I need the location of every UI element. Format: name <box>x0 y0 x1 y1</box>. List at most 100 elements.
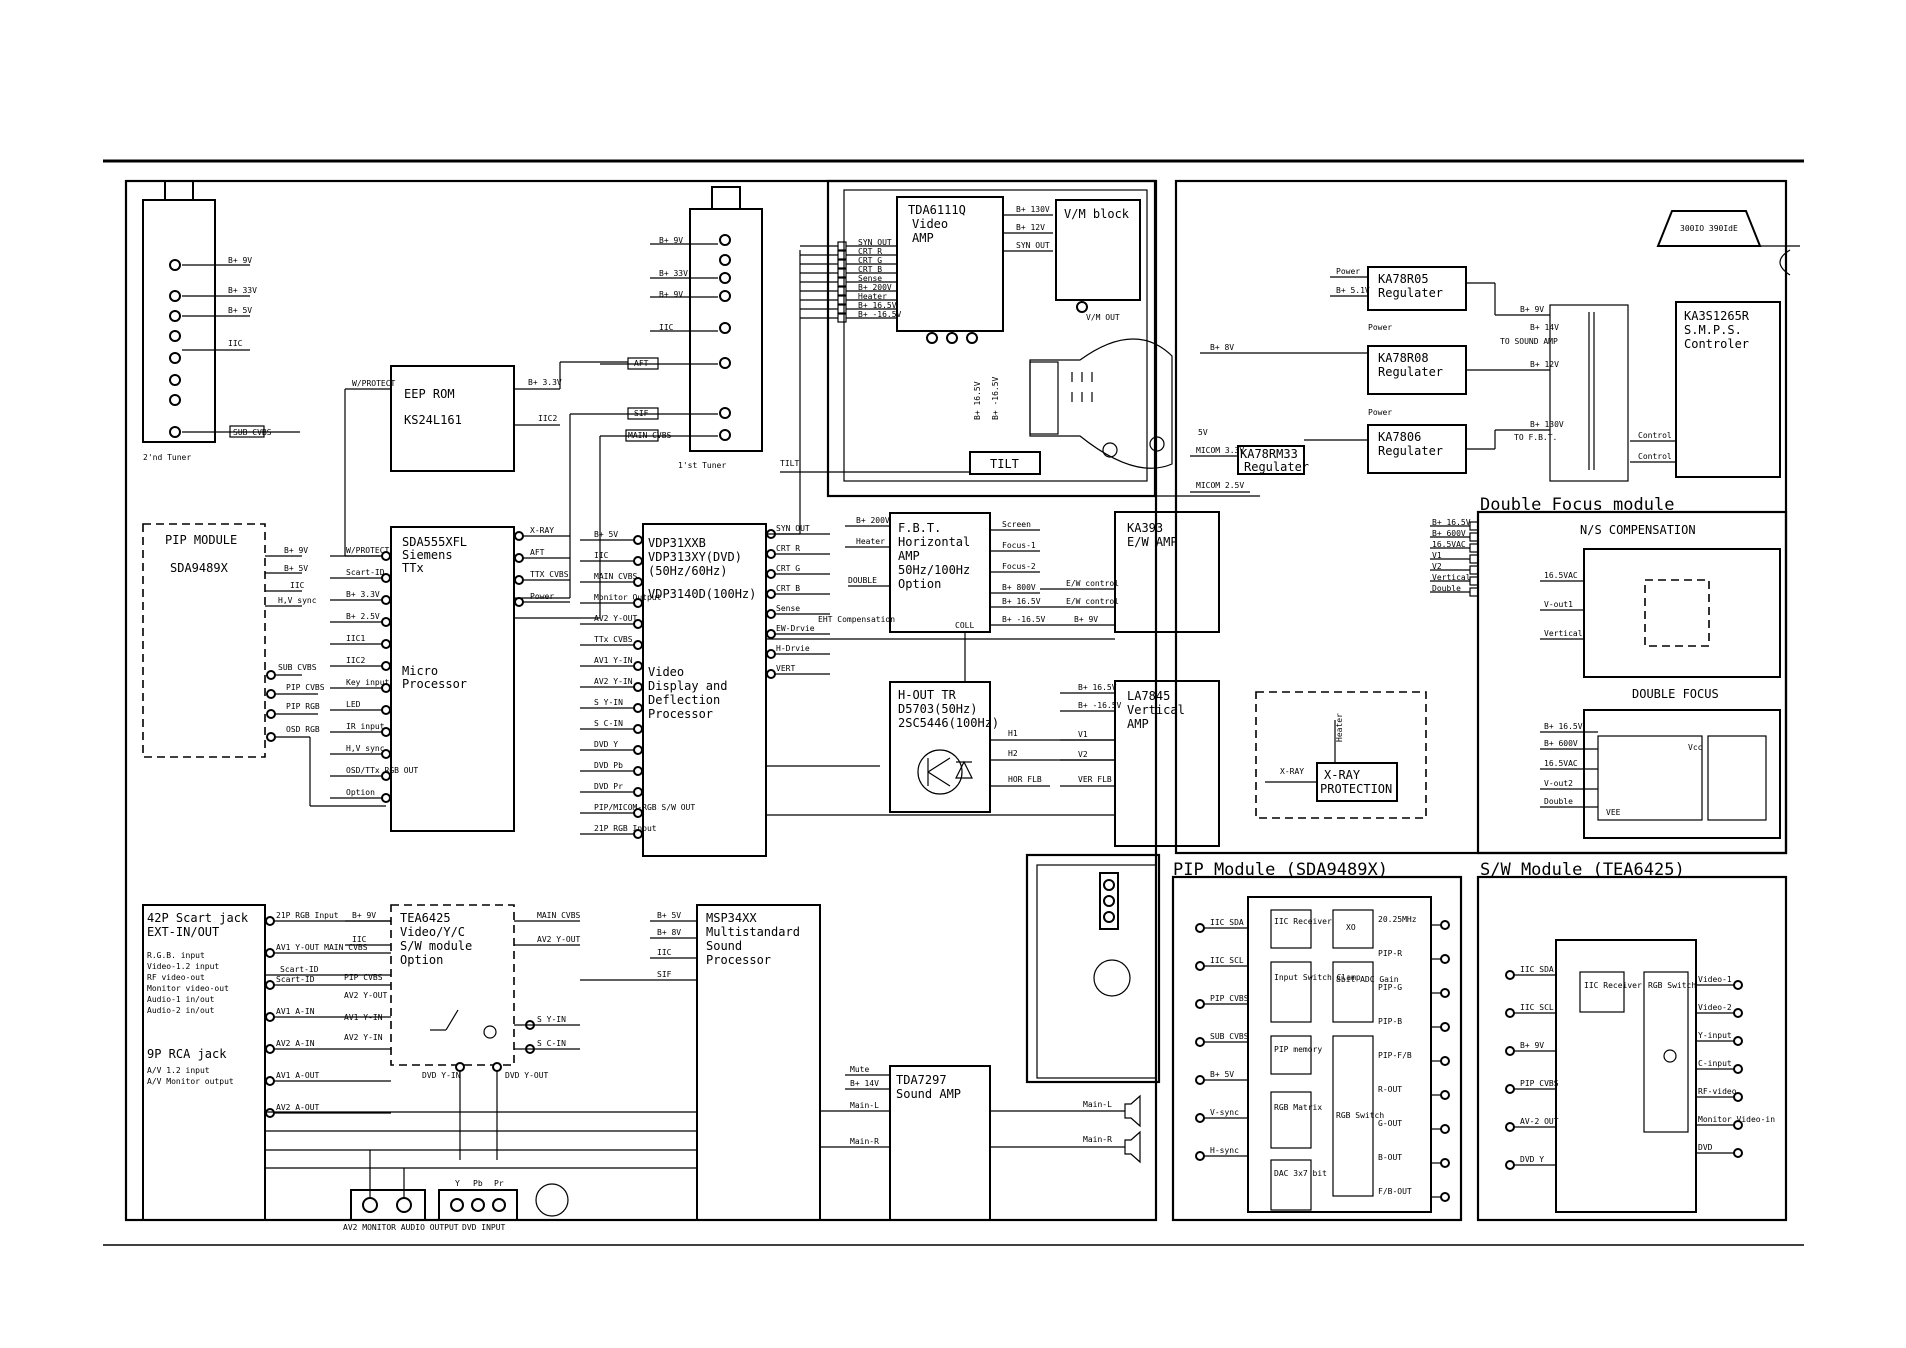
pin-node <box>381 705 391 715</box>
eeprom-block: EEP ROM KS24L161 B+ 3.3V IIC2 W/PROTECT <box>344 365 562 557</box>
connector-pin <box>1469 554 1479 564</box>
pin-label: Video-1 <box>1698 975 1732 984</box>
svg-text:AMP: AMP <box>898 549 920 563</box>
connector-pin <box>1469 543 1479 553</box>
pin-node <box>766 549 776 559</box>
pin-label: H-Drvie <box>776 644 810 653</box>
speaker-left-icon <box>1124 1094 1141 1128</box>
pin-label: IIC <box>290 581 305 590</box>
pin-label: AV2 Y-IN <box>344 1033 383 1042</box>
pin-label: Sense <box>776 604 800 613</box>
svg-text:RGB Switch: RGB Switch <box>1336 1111 1384 1120</box>
micro-part: SDA555XFL <box>402 535 467 549</box>
connector-pin <box>1469 521 1479 531</box>
pin-label: SYN OUT <box>1016 241 1050 250</box>
connector-pin <box>1469 532 1479 542</box>
pin-node <box>1505 1084 1515 1094</box>
svg-text:PIP memory: PIP memory <box>1274 1045 1322 1054</box>
pin-label: OSD RGB <box>286 725 320 734</box>
pin-label: Main-L <box>1083 1100 1112 1109</box>
second-tuner-label: 2'nd Tuner <box>143 453 191 462</box>
pin-label: Mute <box>850 1065 869 1074</box>
pin-label: H2 <box>1008 749 1018 758</box>
pin-node <box>766 569 776 579</box>
pin-node <box>1195 1037 1205 1047</box>
pin-label: Y <box>455 1179 460 1188</box>
svg-text:Sound: Sound <box>706 939 742 953</box>
svg-text:(50Hz/60Hz): (50Hz/60Hz) <box>648 564 727 578</box>
pin-label: B+ 9V <box>1520 305 1544 314</box>
pin-node <box>381 595 391 605</box>
pin-node <box>633 640 643 650</box>
pin-label: B+ 9V <box>1520 1041 1544 1050</box>
ka78rm33-block <box>1237 445 1305 475</box>
pin-node <box>1505 1008 1515 1018</box>
svg-text:Processor: Processor <box>648 707 713 721</box>
pin-label: Scart-ID <box>276 975 315 984</box>
svg-text:KA78R08: KA78R08 <box>1378 351 1429 365</box>
sw-detail-right-pins: Video-1Video-2Y-inputC-inputRF-videoMoni… <box>1696 975 1775 1158</box>
vm-block: V/M block V/M OUT <box>1055 199 1141 322</box>
pin-label: H1 <box>1008 729 1018 738</box>
pin-label: B+ 12V <box>1530 360 1559 369</box>
pin-label: AV2 Y-OUT <box>594 614 638 623</box>
pin-label: AV2 Y-OUT <box>344 991 388 1000</box>
pin-node <box>1440 1158 1450 1168</box>
crt-inner-frame <box>843 189 1148 482</box>
connector-pin <box>837 250 847 260</box>
pin-node <box>633 556 643 566</box>
svg-text:KA7806: KA7806 <box>1378 430 1421 444</box>
svg-text:RGB Switch: RGB Switch <box>1648 981 1696 990</box>
double-focus-frame <box>1476 510 1788 855</box>
pin-label: X-RAY <box>1280 767 1304 776</box>
pin-label: CRT R <box>776 544 800 553</box>
pin-label: Y-input <box>1698 1031 1732 1040</box>
pin-label: PIP CVBS <box>1210 994 1249 1003</box>
pin-label: AV1 Y-IN <box>344 1013 383 1022</box>
transformer <box>1549 304 1629 482</box>
pin-label: PIP-R <box>1378 949 1402 958</box>
svg-text:Processor: Processor <box>706 953 771 967</box>
pin-label: Scart-ID <box>346 568 385 577</box>
hout-block: H-OUT TR D5703(50Hz) 2SC5446(100Hz) H1 H… <box>889 681 1115 813</box>
pin-node <box>381 639 391 649</box>
pin-label: IIC1 <box>346 634 365 643</box>
double-focus-title: Double Focus module <box>1480 495 1674 515</box>
pin-label: B+ 9V <box>659 236 683 245</box>
pip-detail-frame <box>1171 875 1463 1222</box>
pin-node <box>1440 1056 1450 1066</box>
pin-label: B+ 800V <box>1002 583 1036 592</box>
pin-label: PIP-G <box>1378 983 1402 992</box>
svg-text:Display and: Display and <box>648 679 727 693</box>
pin-label: VEE <box>1606 808 1621 817</box>
pin-node <box>1505 1046 1515 1056</box>
pin-label: IIC SCL <box>1210 956 1244 965</box>
pin-node <box>265 916 275 926</box>
pin-label: CRT R <box>858 247 882 256</box>
inlet-label: 300IO 390IdE <box>1680 224 1738 233</box>
svg-text:EXT-IN/OUT: EXT-IN/OUT <box>147 925 219 939</box>
pin-label: IIC SDA <box>1210 918 1244 927</box>
svg-text:Deflection: Deflection <box>648 693 720 707</box>
pin-node <box>766 669 776 679</box>
pip-module-title: PIP MODULE <box>165 533 237 547</box>
xray-title: X-RAY <box>1324 768 1361 782</box>
pin-label: SYN OUT <box>776 524 810 533</box>
svg-text:XO: XO <box>1346 923 1356 932</box>
pin-label: B+ 3.3V <box>528 378 562 387</box>
pin-label: B+ 8V <box>657 928 681 937</box>
pin-label: PIP CVBS <box>1520 1079 1559 1088</box>
s-video-jack <box>535 1183 569 1217</box>
micro-processor-block: SDA555XFL Siemens TTx Micro Processor W/… <box>330 526 570 832</box>
pin-label: IIC <box>594 551 609 560</box>
fbt-title: F.B.T. <box>898 521 941 535</box>
svg-text:Video-1.2 input: Video-1.2 input <box>147 962 219 971</box>
pin-label: AV1 Y-IN <box>594 656 633 665</box>
pin-label: PIP CVBS <box>344 973 383 982</box>
pin-label: V1 <box>1078 730 1088 739</box>
pin-label: B+ 16.5V <box>1544 722 1583 731</box>
pin-label: H,V sync <box>278 596 317 605</box>
pin-node <box>1505 1160 1515 1170</box>
